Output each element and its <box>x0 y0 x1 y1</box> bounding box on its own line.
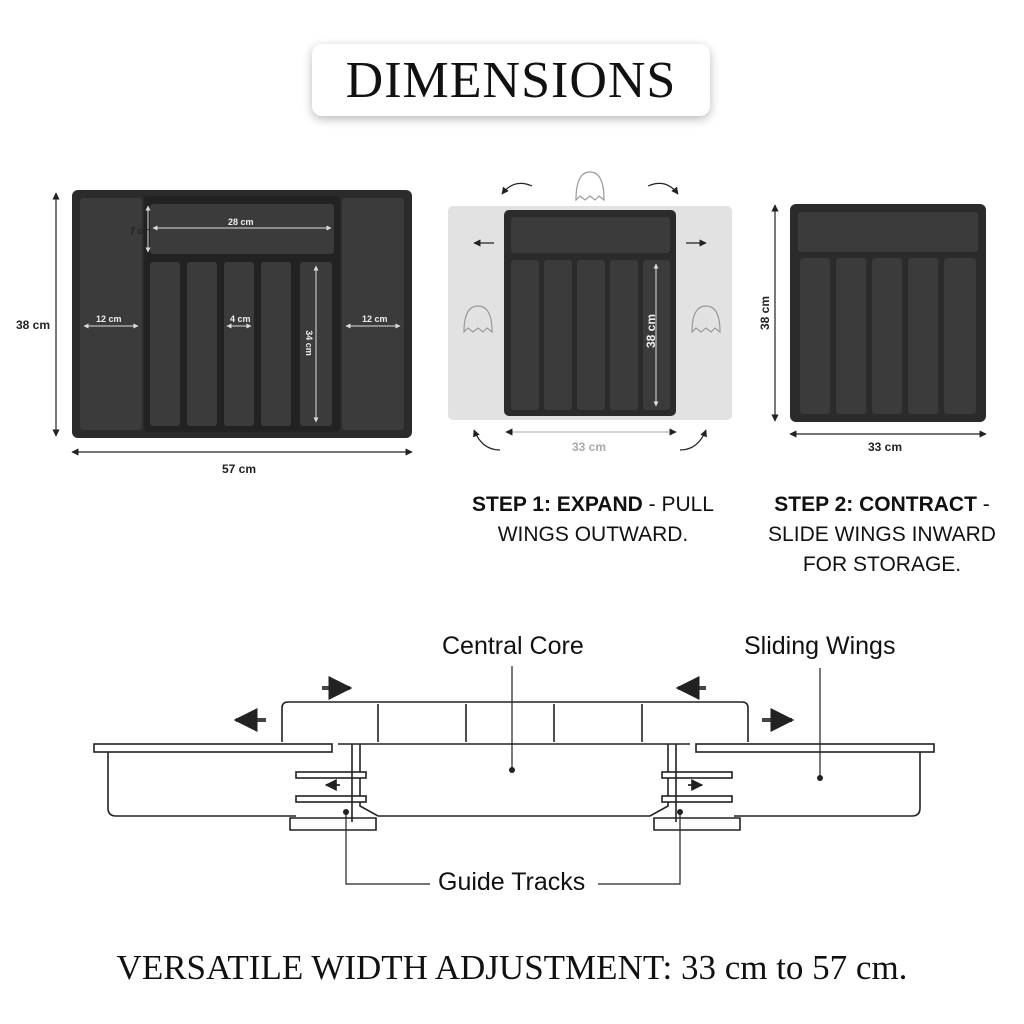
left-wing-width-label: 12 cm <box>96 314 122 324</box>
sliding-wings-label: Sliding Wings <box>744 632 896 660</box>
right-width-label: 33 cm <box>868 440 903 454</box>
footer-caption: VERSATILE WIDTH ADJUSTMENT: 33 cm to 57 … <box>116 948 908 987</box>
slot-width-label: 4 cm <box>230 314 251 324</box>
step-1-caption: STEP 1: EXPAND - PULL WINGS OUTWARD. <box>458 490 728 550</box>
left-height-label: 38 cm <box>16 318 51 332</box>
top-compartment-width-label: 28 cm <box>228 217 254 227</box>
step-2-caption: STEP 2: CONTRACT - SLIDE WINGS INWARD FO… <box>764 490 1000 580</box>
contracted-tray <box>771 204 987 438</box>
top-compartment-height-label: 7 cm <box>130 226 151 236</box>
middle-height-label: 38 cm <box>644 313 659 349</box>
middle-width-label: 33 cm <box>572 440 607 454</box>
page-title: DIMENSIONS <box>345 51 677 109</box>
ghost-icon <box>463 171 721 334</box>
cross-section <box>93 666 935 885</box>
slot-length-label: 34 cm <box>303 330 314 356</box>
step-1-title: STEP 1: EXPAND <box>472 493 643 516</box>
guide-tracks-label: Guide Tracks <box>438 868 586 896</box>
step-1-text: - PULL WINGS OUTWARD. <box>497 493 714 546</box>
step-2-title: STEP 2: CONTRACT <box>774 493 977 516</box>
central-core-label: Central Core <box>442 632 584 660</box>
expanding-tray <box>448 171 732 451</box>
step-2-text: - SLIDE WINGS INWARD FOR STORAGE. <box>768 493 996 576</box>
title-box: DIMENSIONS <box>312 44 710 116</box>
right-wing-width-label: 12 cm <box>362 314 388 324</box>
left-width-label: 57 cm <box>222 462 257 476</box>
right-height-label: 38 cm <box>758 295 773 331</box>
expanded-tray <box>52 190 413 456</box>
